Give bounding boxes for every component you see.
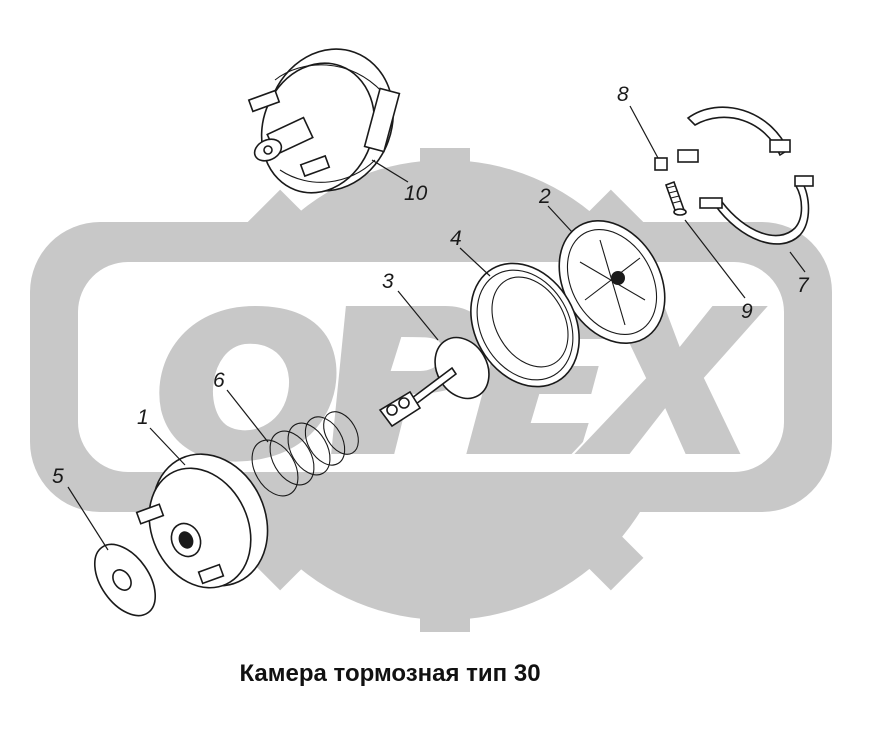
callout-10: 10	[404, 182, 428, 205]
part-5-washer	[93, 543, 157, 617]
leader-lines	[67, 105, 806, 551]
callout-8: 8	[617, 83, 629, 106]
callout-6: 6	[213, 369, 225, 392]
callout-7: 7	[797, 274, 810, 297]
callout-labels: 1 2 3 4 5 6 7 8 9 10	[52, 83, 810, 488]
part-7-clamp-ring	[677, 106, 814, 245]
part-8-nut	[654, 157, 668, 171]
callout-5: 5	[52, 465, 64, 488]
callout-3: 3	[382, 270, 394, 293]
part-6-return-spring	[251, 411, 359, 497]
callout-1: 1	[137, 406, 149, 429]
watermark-letters	[157, 303, 773, 464]
part-2-housing-cover	[558, 220, 666, 344]
callout-2: 2	[538, 185, 551, 208]
callout-9: 9	[741, 300, 753, 323]
callout-4: 4	[450, 227, 462, 250]
part-3-push-plate	[378, 336, 490, 428]
diagram-caption: Камера тормозная тип 30	[239, 660, 541, 687]
part-10-assembled-chamber	[247, 48, 401, 194]
part-9-bolt	[664, 180, 687, 216]
part-1-housing	[135, 453, 269, 589]
part-4-diaphragm	[470, 262, 580, 388]
